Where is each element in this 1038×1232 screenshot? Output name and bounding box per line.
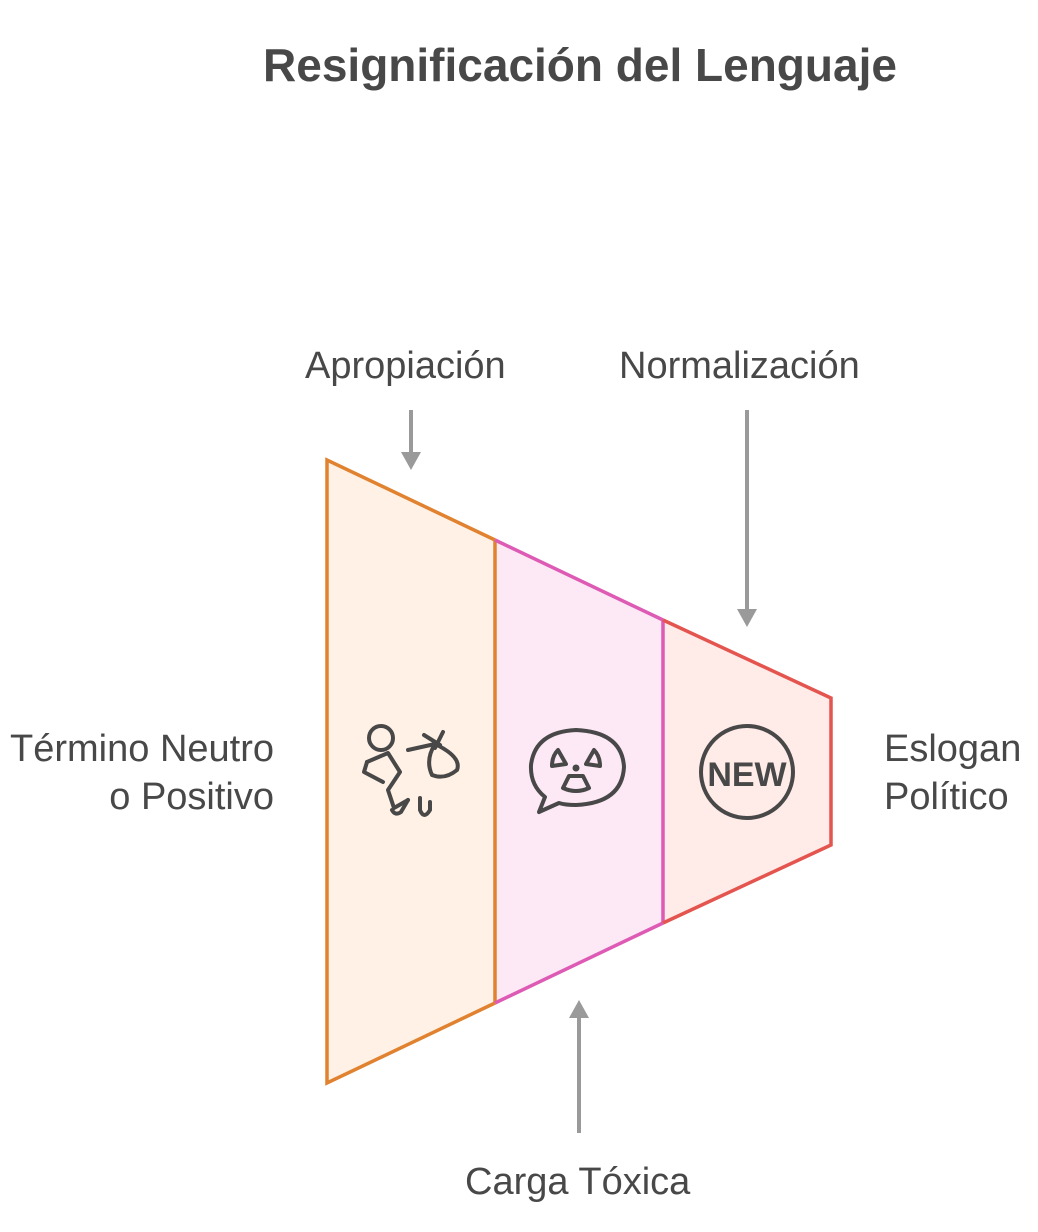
toxic-speech-bubble-icon [528,728,626,814]
end-line2: Político [884,776,1009,818]
segment-apropiacion [327,460,495,1083]
label-normalizacion: Normalización [619,345,860,387]
segment3-outline [662,618,833,925]
arrow-carga-toxica [569,1000,589,1133]
segment1-outline [325,457,496,1086]
label-carga-toxica: Carga Tóxica [465,1161,691,1203]
segment-normalizacion [663,620,831,923]
new-badge-text: NEW [707,756,787,794]
arrow-apropiacion [401,410,421,470]
start-line1: Término Neutro [10,728,274,770]
new-badge-icon: NEW [699,724,795,820]
label-apropiacion: Apropiación [305,345,506,387]
segment-carga-toxica [495,540,663,1003]
diagram-title: Resignificación del Lenguaje [263,39,897,91]
start-line2: o Positivo [109,776,274,818]
arrow-normalizacion [737,410,757,627]
label-start-stage: Término Neutro o Positivo [10,725,274,821]
person-carrying-bundle-icon [362,724,460,817]
segment2-outline [494,538,664,1005]
end-line1: Eslogan [884,728,1022,770]
label-end-stage: Eslogan Político [884,725,1021,821]
